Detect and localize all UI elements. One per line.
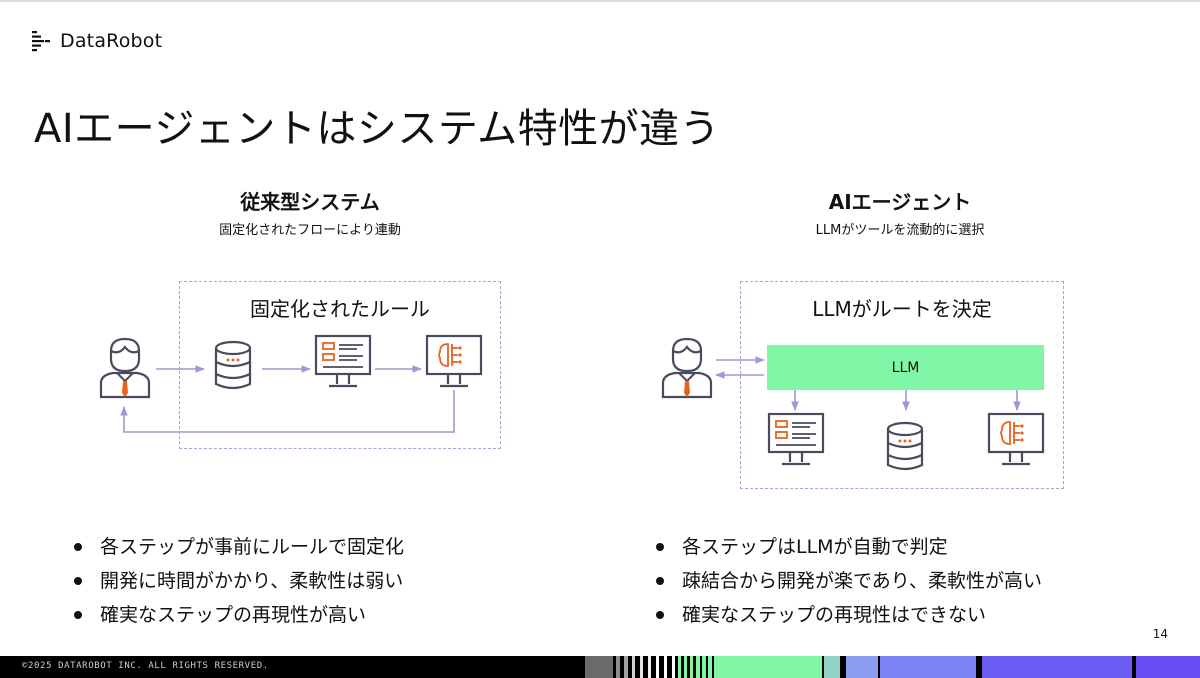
footer-copyright: ©2025 DATAROBOT INC. ALL RIGHTS RESERVED… (22, 661, 269, 671)
left-rule-box (179, 281, 501, 449)
bullet-dot (656, 577, 664, 585)
list-item: 確実なステップの再現性が高い (74, 598, 404, 632)
llm-label: LLM (891, 359, 920, 376)
monitor-ai-icon (425, 334, 483, 388)
llm-bar: LLM (767, 345, 1044, 390)
bullet-dot (74, 543, 82, 551)
brand-name: DataRobot (60, 30, 163, 52)
left-heading: 従来型システム (240, 190, 380, 214)
database-icon (886, 421, 924, 471)
footer-bar (0, 656, 1200, 678)
left-box-label: 固定化されたルール (250, 297, 430, 321)
arrow-return-to-user (120, 390, 455, 433)
footer-stripes (585, 656, 1200, 678)
database-icon (214, 340, 252, 390)
right-heading: AIエージェント (828, 190, 972, 214)
right-box-label: LLMがルートを決定 (812, 297, 992, 321)
right-bullet-list: 各ステップはLLMが自動で判定 疎結合から開発が楽であり、柔軟性が高い 確実なス… (656, 530, 1042, 632)
list-item: 確実なステップの再現性はできない (656, 598, 1042, 632)
left-bullet-list: 各ステップが事前にルールで固定化 開発に時間がかかり、柔軟性は弱い 確実なステッ… (74, 530, 404, 632)
datarobot-logo-icon (32, 31, 50, 52)
list-item: 疎結合から開発が楽であり、柔軟性が高い (656, 564, 1042, 598)
right-header: AIエージェント LLMがツールを流動的に選択 (750, 186, 1050, 238)
bullet-dot (74, 611, 82, 619)
left-header: 従来型システム 固定化されたフローにより連動 (160, 186, 460, 238)
page-title: AIエージェントはシステム特性が違う (34, 106, 721, 152)
brand-logo[interactable]: DataRobot (32, 30, 162, 52)
user-icon (661, 337, 713, 399)
right-route-box (740, 281, 1064, 489)
top-border (0, 0, 1200, 2)
list-item: 各ステップはLLMが自動で判定 (656, 530, 1042, 564)
left-subheading: 固定化されたフローにより連動 (219, 223, 401, 238)
bullet-dot (74, 577, 82, 585)
monitor-ai-icon (987, 412, 1045, 466)
list-item: 各ステップが事前にルールで固定化 (74, 530, 404, 564)
user-icon (99, 337, 151, 399)
list-item: 開発に時間がかかり、柔軟性は弱い (74, 564, 404, 598)
bullet-dot (656, 543, 664, 551)
monitor-form-icon (314, 334, 372, 388)
right-subheading: LLMがツールを流動的に選択 (815, 223, 985, 238)
monitor-form-icon (767, 412, 825, 466)
bullet-dot (656, 611, 664, 619)
page-number: 14 (1152, 627, 1168, 641)
